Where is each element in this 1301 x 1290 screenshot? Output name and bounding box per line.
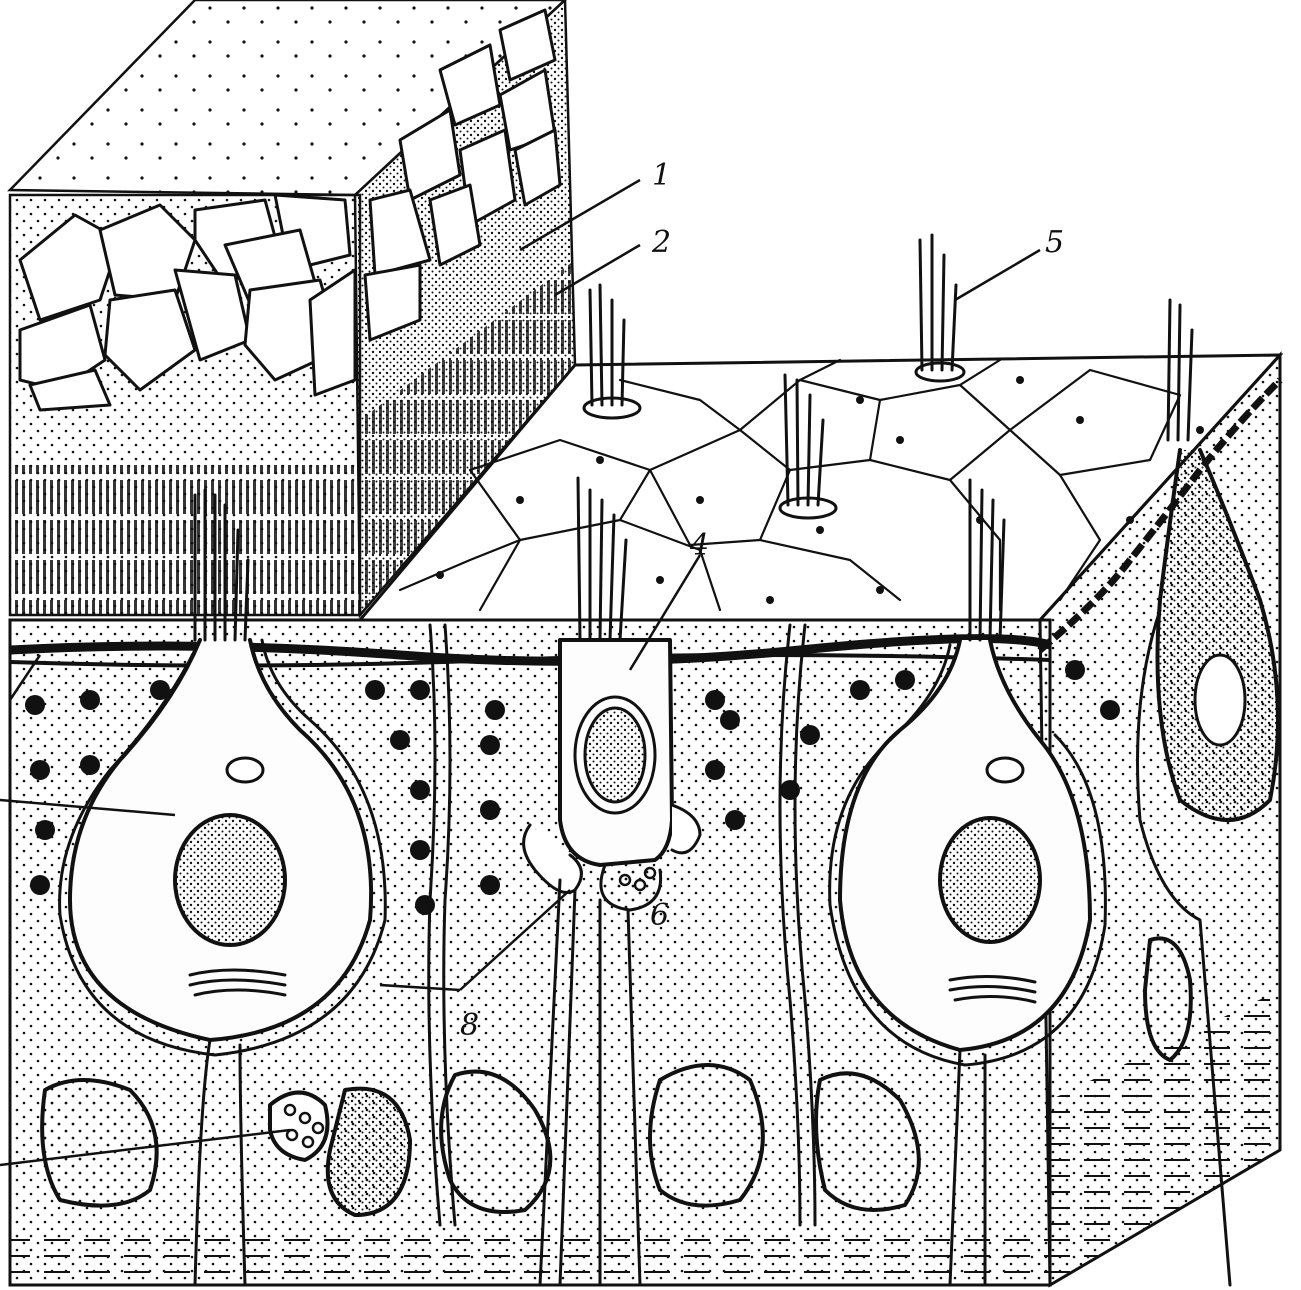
label-8: 8 [460, 1008, 479, 1043]
label-6: 6 [650, 898, 669, 933]
label-2: 2 [651, 225, 671, 260]
label-1: 1 [652, 158, 671, 193]
label-5: 5 [1045, 225, 1064, 260]
label-4: 4 [689, 528, 709, 563]
